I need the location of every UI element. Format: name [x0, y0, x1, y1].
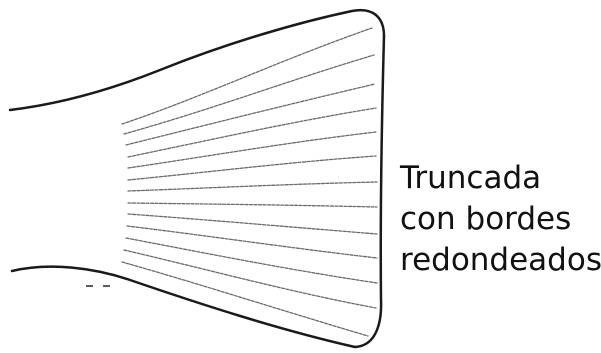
- fin-posterior-margin: [353, 34, 386, 349]
- fin-ray: [127, 202, 378, 208]
- fin-ray: [127, 213, 378, 235]
- fin-ray: [127, 107, 377, 158]
- fin-ray: [121, 27, 373, 125]
- fin-upper-outline: [8, 8, 386, 112]
- fin-ray: [126, 225, 378, 259]
- fin-ray: [127, 155, 377, 181]
- fin-lower-outline: [10, 265, 357, 349]
- fin-ray: [125, 83, 376, 146]
- fin-ray: [125, 237, 378, 284]
- fin-ray: [121, 261, 369, 337]
- fin-ray: [127, 131, 377, 169]
- fin-type-label: Truncada con bordes redondeados: [400, 158, 601, 281]
- label-line-3: redondeados: [400, 242, 601, 278]
- label-line-1: Truncada: [400, 160, 542, 196]
- fin-ray: [127, 181, 378, 192]
- label-line-2: con bordes: [400, 201, 572, 237]
- fin-ray: [123, 249, 377, 309]
- fin-ray: [123, 54, 375, 135]
